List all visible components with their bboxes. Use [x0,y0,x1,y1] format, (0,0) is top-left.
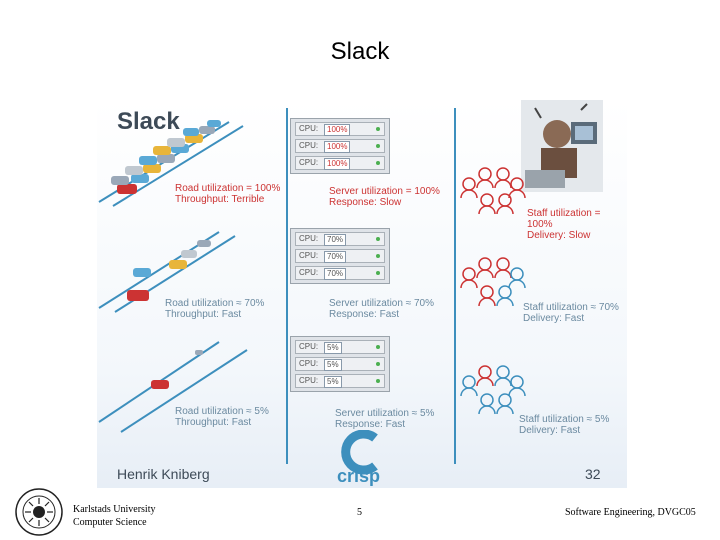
server-caption-full: Server utilization = 100% Response: Slow [329,186,440,208]
staff-delivery-low: Delivery: Fast [519,425,581,436]
cpu-value: 70% [324,268,347,280]
cpu-label: CPU: [299,251,319,260]
cpu-row: CPU: 70% [295,266,385,280]
staff-caption-full: Staff utilization = 100% Delivery: Slow [527,208,627,241]
server-rack-medium: CPU: 70% CPU: 70% CPU: 70% [290,228,390,284]
road-throughput-medium: Throughput: Fast [165,309,242,320]
panel-heading: Slack [117,108,180,135]
panel-slide-number: 32 [585,466,601,482]
status-led-icon [376,144,380,148]
server-utilization-low: Server utilization ≈ 5% [335,408,435,419]
footer-course: Software Engineering, DVGC05 [565,507,696,518]
road-caption-empty: Road utilization ≈ 5% Throughput: Fast [175,406,269,428]
server-response-full: Response: Slow [329,197,402,208]
cpu-label: CPU: [299,359,319,368]
cpu-value: 100% [324,124,351,136]
footer-university: Karlstads University [73,504,156,515]
server-response-low: Response: Fast [335,419,406,430]
column-divider-right [454,108,456,464]
staff-delivery-medium: Delivery: Fast [523,313,585,324]
status-led-icon [376,362,380,366]
road-illustrations [98,120,248,433]
cpu-value: 5% [324,376,342,388]
slack-illustration-panel: Slack [97,100,627,488]
status-led-icon [376,237,380,241]
footer-department: Computer Science [73,517,147,528]
footer-page-number: 5 [357,507,362,518]
road-utilization-medium: Road utilization ≈ 70% [165,298,265,309]
cpu-row: CPU: 100% [295,122,385,136]
road-full-icon [98,120,244,207]
staff-delivery-full: Delivery: Slow [527,230,591,241]
column-divider-left [286,108,288,464]
crisp-logo: crisp [337,430,380,486]
server-utilization-full: Server utilization = 100% [329,186,440,197]
cpu-row: CPU: 5% [295,374,385,388]
server-utilization-medium: Server utilization ≈ 70% [329,298,434,309]
road-medium-icon [98,231,236,313]
cpu-row: CPU: 5% [295,340,385,354]
overloaded-worker-photo [521,100,603,192]
server-response-medium: Response: Fast [329,309,400,320]
server-rack-low: CPU: 5% CPU: 5% CPU: 5% [290,336,390,392]
cpu-label: CPU: [299,124,319,133]
status-led-icon [376,127,380,131]
staff-idle-icon [460,365,526,415]
cpu-value: 100% [324,158,351,170]
cpu-label: CPU: [299,234,319,243]
staff-utilization-low: Staff utilization ≈ 5% [519,414,610,425]
server-caption-low: Server utilization ≈ 5% Response: Fast [335,408,434,430]
staff-caption-low: Staff utilization ≈ 5% Delivery: Fast [519,414,609,436]
road-caption-full: Road utilization = 100% Throughput: Terr… [175,183,280,205]
server-caption-medium: Server utilization ≈ 70% Response: Fast [329,298,434,320]
status-led-icon [376,271,380,275]
status-led-icon [376,161,380,165]
cpu-label: CPU: [299,158,319,167]
footer-institution: Karlstads University Computer Science [73,503,156,529]
cpu-label: CPU: [299,268,319,277]
road-empty-icon [98,341,248,433]
cpu-row: CPU: 70% [295,232,385,246]
road-utilization-full: Road utilization = 100% [175,183,281,194]
staff-utilization-full: Staff utilization = 100% [527,208,601,230]
cpu-value: 100% [324,141,351,153]
slide-title: Slack [330,38,390,65]
crisp-logo-text: crisp [337,466,380,486]
cpu-value: 5% [324,359,342,371]
staff-utilization-medium: Staff utilization ≈ 70% [523,302,619,313]
status-led-icon [376,254,380,258]
road-throughput-empty: Throughput: Fast [175,417,252,428]
staff-illustrations [460,167,526,415]
road-caption-medium: Road utilization ≈ 70% Throughput: Fast [165,298,264,320]
cpu-row: CPU: 70% [295,249,385,263]
cpu-row: CPU: 100% [295,139,385,153]
road-throughput-full: Throughput: Terrible [175,194,265,205]
author-name: Henrik Kniberg [117,466,210,482]
cpu-value: 5% [324,342,342,354]
cpu-value: 70% [324,234,347,246]
road-utilization-empty: Road utilization ≈ 5% [175,406,269,417]
status-led-icon [376,345,380,349]
staff-overloaded-icon [460,167,526,215]
server-rack-full: CPU: 100% CPU: 100% CPU: 100% [290,118,390,174]
cpu-label: CPU: [299,141,319,150]
status-led-icon [376,379,380,383]
cpu-value: 70% [324,251,347,263]
staff-busy-icon [460,257,526,307]
cpu-label: CPU: [299,342,319,351]
cpu-label: CPU: [299,376,319,385]
cpu-row: CPU: 100% [295,156,385,170]
cpu-row: CPU: 5% [295,357,385,371]
staff-caption-medium: Staff utilization ≈ 70% Delivery: Fast [523,302,619,324]
university-seal-icon [15,488,63,536]
